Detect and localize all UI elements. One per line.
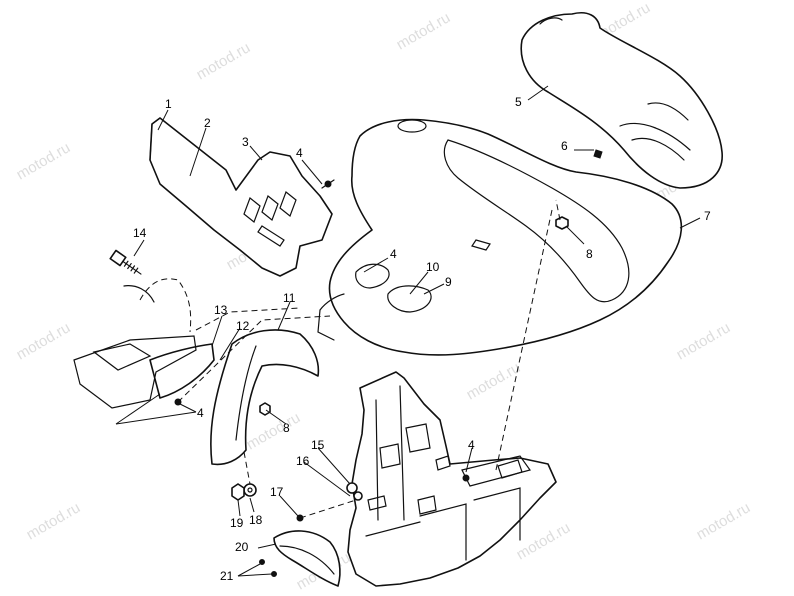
callout-label: 11	[283, 291, 296, 305]
part-side-panels	[149, 117, 333, 277]
callout-label: 18	[249, 513, 263, 527]
leader-lines	[115, 85, 701, 577]
part-seat	[520, 12, 723, 189]
callout-label: 5	[515, 95, 522, 109]
callout-label: 2	[204, 116, 211, 130]
callout-label: 6	[561, 139, 568, 153]
callout-label: 12	[236, 319, 250, 333]
callout-label: 3	[242, 135, 249, 149]
callout-label: 17	[270, 485, 284, 499]
screw-icon	[271, 571, 277, 577]
watermark: motod.ru	[464, 359, 524, 403]
washer-icon	[243, 483, 257, 497]
nut-icon	[259, 402, 271, 416]
callout-label: 4	[390, 247, 397, 261]
nut-icon	[555, 216, 569, 230]
watermark: motod.ru	[244, 409, 304, 453]
callout-label: 19	[230, 516, 244, 530]
part-splash-guard	[273, 530, 341, 587]
callout-labels: 1 2 3 4 5 6 7 8 4 9 10 11 12 13 14 4 8 1…	[133, 95, 711, 583]
callout-label: 10	[426, 260, 440, 274]
screw-icon	[259, 559, 265, 565]
callout-label: 15	[311, 438, 325, 452]
callout-label: 9	[445, 275, 452, 289]
assembly-lines	[177, 199, 561, 519]
callout-label: 8	[283, 421, 290, 435]
screw-icon	[321, 179, 335, 189]
callout-label: 20	[235, 540, 249, 554]
clip-icon	[593, 149, 603, 159]
callout-label: 16	[296, 454, 310, 468]
callout-label: 21	[220, 569, 234, 583]
watermark: motod.ru	[514, 519, 574, 563]
clip-icon	[346, 482, 363, 501]
callout-label: 4	[197, 406, 204, 420]
watermark: motod.ru	[694, 499, 754, 543]
callout-label: 4	[296, 146, 303, 160]
callout-label: 14	[133, 226, 147, 240]
bolt-icon	[109, 249, 142, 275]
callout-label: 13	[214, 303, 228, 317]
callout-label: 7	[704, 209, 711, 223]
watermark: motod.ru	[24, 499, 84, 543]
watermark: motod.ru	[14, 319, 74, 363]
watermark: motod.ru	[394, 9, 454, 53]
part-fender-body	[317, 118, 683, 356]
screw-icon	[462, 474, 470, 482]
callout-label: 4	[468, 438, 475, 452]
part-fender-flap	[73, 278, 320, 466]
watermark: motod.ru	[674, 319, 734, 363]
nut-icon	[231, 483, 245, 501]
callout-label: 8	[586, 247, 593, 261]
watermark: motod.ru	[194, 39, 254, 83]
watermark: motod.ru	[14, 139, 74, 183]
callout-label: 1	[165, 97, 172, 111]
